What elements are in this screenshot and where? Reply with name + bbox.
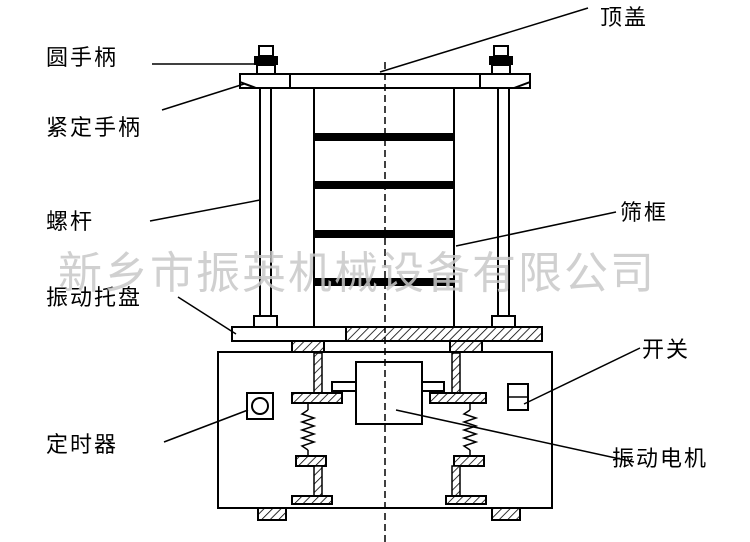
spring-right xyxy=(461,403,479,456)
sieve-frame-stack xyxy=(313,87,455,329)
inner-frame-right xyxy=(429,352,487,505)
feet xyxy=(257,507,521,521)
leader-lines xyxy=(149,7,641,463)
watermark-text: 新乡市振英机械设备有限公司 xyxy=(58,248,656,299)
label-vibration-motor: 振动电机 xyxy=(612,447,709,472)
inner-frame-left xyxy=(291,352,343,505)
timer-knob xyxy=(246,392,274,420)
round-handle-right xyxy=(489,45,513,75)
tray-brackets xyxy=(291,340,483,354)
label-tighten-handle: 紧定手柄 xyxy=(46,116,143,141)
switch-box xyxy=(507,383,529,411)
spring-left xyxy=(299,403,317,456)
label-sieve-frame: 筛框 xyxy=(620,201,669,226)
top-cover xyxy=(239,73,531,89)
round-handle-left xyxy=(254,45,278,75)
label-screw-rod: 螺杆 xyxy=(46,210,95,235)
label-round-handle: 圆手柄 xyxy=(46,46,119,71)
label-top-cover: 顶盖 xyxy=(600,6,649,31)
screw-rods xyxy=(253,87,516,328)
label-vibration-tray: 振动托盘 xyxy=(46,286,143,311)
label-timer: 定时器 xyxy=(46,433,119,458)
vibration-tray xyxy=(231,326,543,342)
label-switch: 开关 xyxy=(642,338,691,363)
